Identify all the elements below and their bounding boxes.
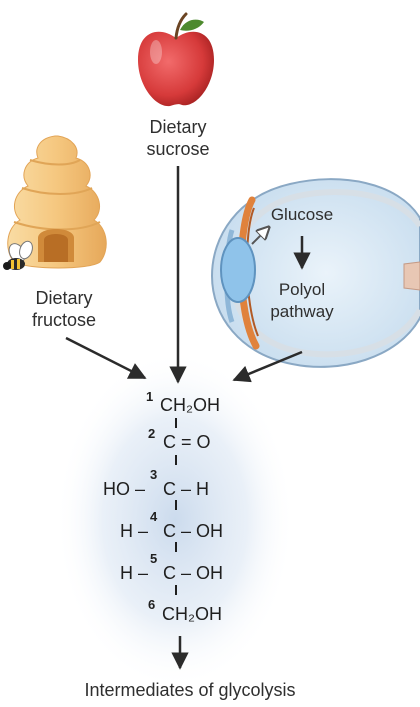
eye-icon — [210, 178, 420, 368]
carbon-number-2: 2 — [148, 426, 156, 441]
dietary-sucrose-line-1: Dietary — [149, 117, 207, 137]
carbon-4-left: H – — [120, 521, 149, 541]
bond-2-3 — [175, 455, 177, 465]
polyol-line-2: pathway — [270, 302, 334, 321]
dietary-sucrose-line-2: sucrose — [146, 139, 210, 159]
polyol-pathway-label: Polyol pathway — [258, 279, 346, 323]
bond-3-4 — [175, 500, 177, 510]
bond-4-5 — [175, 542, 177, 552]
carbon-4-right: C – OH — [163, 521, 224, 541]
bond-5-6 — [175, 585, 177, 595]
carbon-3-left: HO – — [103, 479, 146, 499]
apple-icon — [138, 12, 214, 107]
beehive-icon — [7, 135, 107, 269]
fructose-arrow — [65, 336, 147, 380]
carbon-3-right: C – H — [163, 479, 210, 499]
bond-1-2 — [175, 418, 177, 428]
polyol-line-1: Polyol — [278, 280, 326, 299]
dietary-fructose-line-1: Dietary — [35, 288, 93, 308]
bee-icon — [3, 240, 33, 270]
glucose-label: Glucose — [270, 205, 334, 224]
dietary-fructose-line-2: fructose — [31, 310, 97, 330]
polyol-arrow — [232, 350, 303, 383]
glycolysis-output-label: Intermediates of glycolysis — [84, 680, 296, 700]
carbon-1-group: CH₂OH — [160, 395, 220, 415]
carbon-number-6: 6 — [148, 597, 156, 612]
carbon-number-5: 5 — [150, 551, 158, 566]
carbon-number-1: 1 — [146, 389, 154, 404]
carbon-5-right: C – OH — [163, 563, 224, 583]
dietary-sucrose-label: Dietary sucrose — [128, 116, 228, 160]
carbon-5-left: H – — [120, 563, 149, 583]
dietary-fructose-label: Dietary fructose — [12, 287, 116, 331]
carbon-6-group: CH₂OH — [162, 604, 222, 624]
structure-glow — [55, 350, 295, 690]
carbon-number-3: 3 — [150, 467, 158, 482]
carbon-number-4: 4 — [150, 509, 158, 524]
carbon-2-group: C = O — [163, 432, 211, 452]
